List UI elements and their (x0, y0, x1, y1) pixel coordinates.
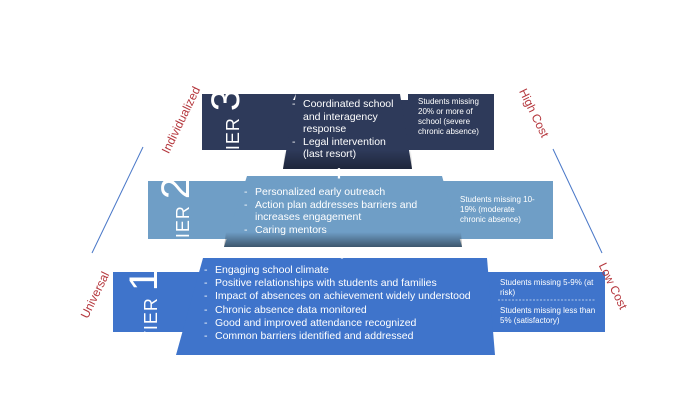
tier1-bullet: Common barriers identified and addressed (204, 330, 494, 343)
tier2-bullet: Action plan addresses barriers and incre… (244, 199, 436, 224)
plus-icon: + (336, 243, 348, 265)
axis-line-right (552, 148, 603, 254)
tier2-bullet: Personalized early outreach (244, 186, 436, 199)
tier3-bullet: Legal intervention (last resort) (292, 136, 404, 161)
tier3-note: Students missing 20% or more of school (… (418, 97, 479, 136)
tier1-word: TIER (141, 297, 162, 343)
tier2-label: TIER 2 (154, 177, 199, 250)
tier1-bullet: Chronic absence data monitored (204, 304, 494, 317)
tier3-bullet: Coordinated school and interagency respo… (292, 98, 404, 136)
axis-line-left (91, 146, 144, 254)
tier2-bullet: Caring mentors (244, 224, 436, 237)
tier2-bullets: Personalized early outreach Action plan … (244, 186, 436, 236)
tier3-number: 3 (204, 88, 249, 112)
tier1-number: 1 (122, 268, 167, 292)
tier3-bullets: Coordinated school and interagency respo… (292, 98, 404, 161)
tier2-word: TIER (173, 205, 194, 251)
tier3-label: TIER 3 (204, 89, 249, 162)
tier1-note-bottom: Students missing less than 5% (satisfact… (500, 306, 596, 325)
tier2-number: 2 (154, 176, 199, 200)
tier1-bullet: Positive relationships with students and… (204, 277, 494, 290)
tier3-word: TIER (223, 117, 244, 163)
tier1-bullet: Impact of absences on achievement widely… (204, 290, 494, 303)
tier2-note: Students missing 10-19% (moderate chroni… (460, 195, 535, 224)
plus-icon: + (333, 163, 345, 185)
tier1-note-top: Students missing 5-9% (at risk) (500, 278, 594, 297)
tier1-bullet: Good and improved attendance recognized (204, 317, 494, 330)
tier1-bullet: Engaging school climate (204, 264, 494, 277)
tier1-bullets: Engaging school climate Positive relatio… (204, 264, 494, 343)
tier1-label: TIER 1 (122, 269, 167, 342)
